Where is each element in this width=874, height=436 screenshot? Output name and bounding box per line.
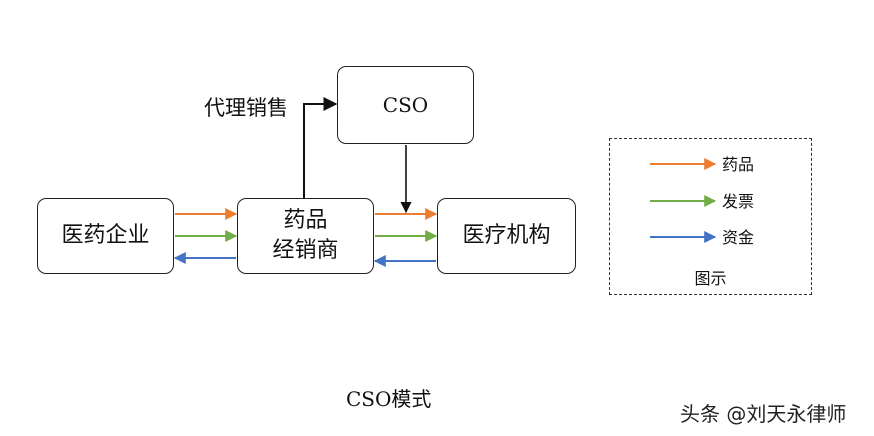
distributor-label-line1: 药品 [283,208,328,233]
agency-sales-arrow [303,97,338,198]
pharma-company-node: 医药企业 [37,198,174,274]
distributor-label-line2: 经销商 [272,238,339,263]
legend-title: 图示 [694,269,727,288]
legend-label-money: 资金 [722,228,755,247]
legend-item-drug: 药品 [610,154,811,176]
distributor-node: 药品 经销商 [237,198,374,274]
legend-label-drug: 药品 [722,155,755,174]
legend-item-money: 资金 [610,227,811,249]
cso-label: CSO [382,93,429,117]
agency-sales-label: 代理销售 [204,96,288,120]
legend: 药品 发票 资金 图示 [609,138,812,295]
medical-institution-label: 医疗机构 [462,223,551,248]
watermark: 头条 @刘天永律师 [680,402,847,426]
diagram-caption: CSO模式 [346,387,432,411]
medical-institution-node: 医疗机构 [437,198,576,274]
pharma-company-label: 医药企业 [61,223,150,248]
cso-node: CSO [337,66,474,144]
legend-label-invoice: 发票 [722,192,755,211]
legend-item-invoice: 发票 [610,191,811,213]
